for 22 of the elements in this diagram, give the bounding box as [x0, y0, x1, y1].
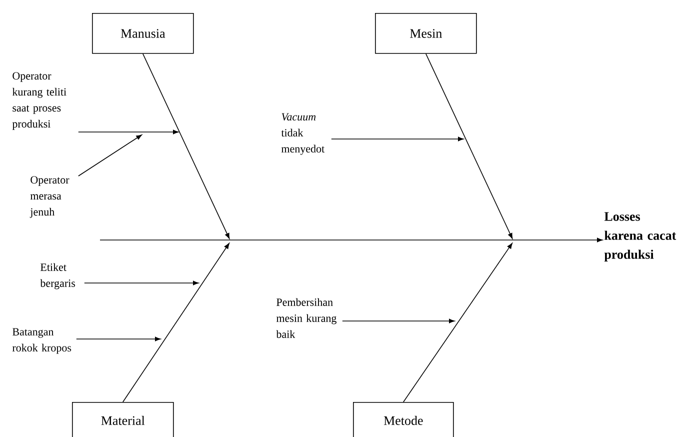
cause-label: Pembersihan mesin kurang baik	[276, 298, 336, 338]
cause-label: Operator merasa jenuh	[30, 176, 70, 218]
effect-label: Losses karena cacat produksi	[604, 212, 676, 262]
cause-label: Etiket bergaris	[40, 263, 76, 290]
category-box: Mesin	[375, 13, 477, 54]
category-box: Material	[72, 402, 174, 437]
cause-label: Operator kurang teliti saat proses produksi	[12, 72, 66, 130]
cause-label: Batangan rokok kropos	[12, 328, 72, 354]
cause-label: Vacuum tidak menyedot	[281, 113, 325, 155]
category-box: Manusia	[92, 13, 194, 54]
arrow	[100, 238, 603, 242]
category-box: Metode	[353, 402, 454, 437]
arrow	[426, 53, 513, 239]
arrow	[142, 53, 230, 239]
arrow	[122, 243, 230, 402]
arrow	[84, 280, 199, 286]
arrow	[78, 130, 179, 134]
arrow	[76, 336, 161, 342]
arrow	[331, 136, 464, 142]
arrow	[342, 318, 455, 324]
arrow	[403, 243, 512, 402]
arrow	[78, 134, 142, 176]
